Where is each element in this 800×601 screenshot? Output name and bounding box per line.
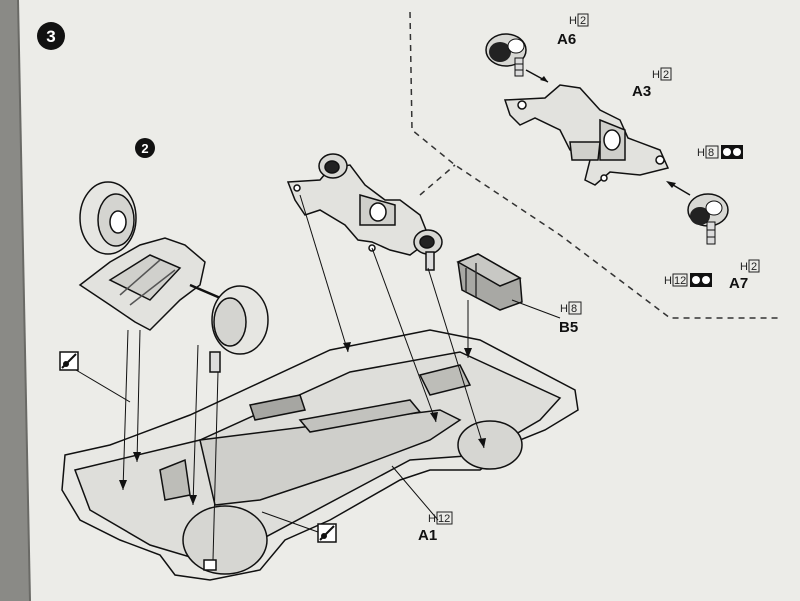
svg-text:2: 2	[580, 15, 586, 27]
svg-text:8: 8	[708, 147, 714, 159]
svg-text:H: H	[652, 69, 660, 81]
label-a3: H 2 A3	[632, 67, 672, 100]
b5-leader	[511, 299, 561, 319]
label-a7-bottom: H 12	[664, 273, 712, 287]
svg-text:12: 12	[438, 513, 450, 525]
svg-text:A3: A3	[632, 83, 651, 100]
chassis-a1	[61, 329, 579, 581]
svg-text:A1: A1	[418, 527, 437, 544]
subassembly-boundary	[409, 11, 780, 319]
label-b5: H 8 B5	[559, 301, 582, 336]
svg-text:2: 2	[663, 69, 669, 81]
paint-mark-icon	[721, 145, 743, 159]
svg-text:H: H	[740, 261, 748, 273]
svg-text:H: H	[569, 15, 577, 27]
a6-arrow-head	[540, 76, 548, 82]
rear-suspension-assembly	[286, 153, 443, 271]
part-b5	[456, 253, 523, 311]
svg-text:2: 2	[751, 261, 757, 273]
paper-edge	[17, 0, 31, 601]
svg-text:2: 2	[141, 141, 148, 156]
svg-text:H: H	[697, 147, 705, 159]
part-a6	[485, 33, 527, 77]
guide-arrow-heads	[119, 342, 486, 505]
svg-text:8: 8	[571, 303, 577, 315]
svg-text:3: 3	[46, 27, 55, 46]
label-a7: H 2 A7	[729, 259, 760, 292]
svg-text:H: H	[664, 275, 672, 287]
svg-text:H: H	[428, 513, 436, 525]
screw-icon	[317, 523, 337, 543]
svg-text:H: H	[560, 303, 568, 315]
sub-step-badge: 2	[135, 138, 155, 158]
label-a6: H 2 A6	[557, 13, 589, 48]
part-a7	[687, 193, 729, 245]
front-wheel-left	[79, 181, 137, 255]
step-number-badge: 3	[37, 22, 65, 50]
front-wheel-right	[209, 285, 269, 373]
label-a1: H 12 A1	[418, 511, 453, 544]
svg-text:A7: A7	[729, 275, 748, 292]
a7-arrow-head	[666, 181, 676, 188]
part-a3-arm	[503, 84, 670, 186]
svg-text:A6: A6	[557, 31, 576, 48]
svg-text:12: 12	[674, 275, 686, 287]
paint-mark-icon	[690, 273, 712, 287]
front-suspension-frame	[78, 237, 226, 331]
screw-icon	[59, 351, 79, 371]
svg-text:B5: B5	[559, 319, 578, 336]
label-a7-top: H 8	[697, 145, 743, 159]
